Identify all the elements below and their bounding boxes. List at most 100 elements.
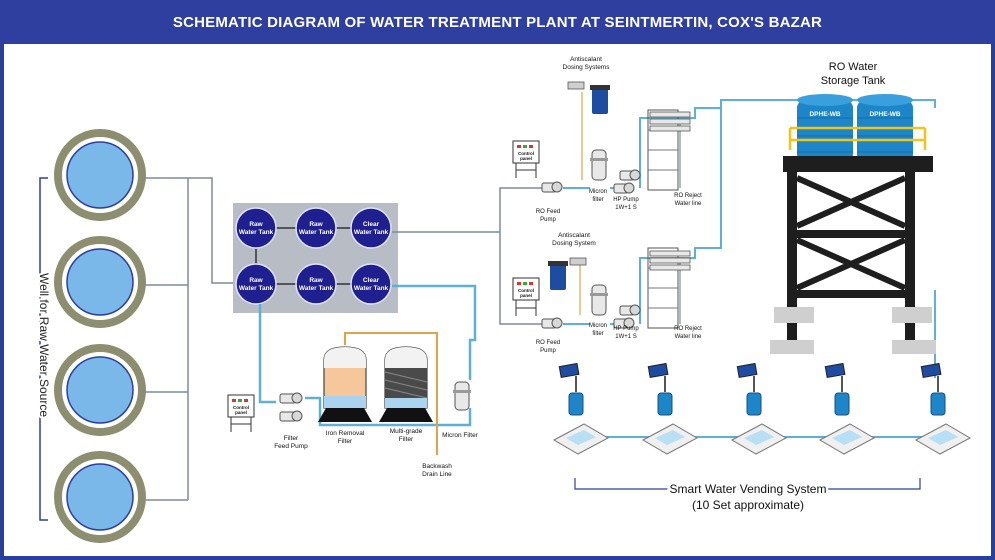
ro-feed-pump-label-line2: Pump <box>540 348 556 354</box>
multi-grade-label-line1: Multi-grade <box>390 428 423 435</box>
pipe-ro2-internal <box>563 100 722 325</box>
micron-filter: Micron Filter <box>442 381 479 439</box>
ro-control-panel: Control panel <box>512 277 540 316</box>
vending-bracket <box>574 478 921 490</box>
page-title: SCHEMATIC DIAGRAM OF WATER TREATMENT PLA… <box>0 0 995 44</box>
control-panel-label-line2: panel <box>520 293 532 298</box>
pipe-tank-to-ro <box>392 187 543 325</box>
control-panel-label-line1: Control <box>233 405 249 410</box>
well-collector-pipe <box>140 177 237 501</box>
tank-label-line2: Water Tank <box>354 229 389 236</box>
ro-micron-filter <box>590 284 608 316</box>
hp-pump-label-line2: 1W+1 S <box>615 205 637 211</box>
vending-unit-3 <box>730 362 788 455</box>
vending-unit-5 <box>914 362 972 455</box>
backwash-label-line1: Backwash <box>422 463 452 470</box>
multi-grade-label-line2: Filter <box>399 436 414 443</box>
hp-pump-label-line1: HP Pump <box>613 326 639 332</box>
well-3 <box>54 344 146 436</box>
filtration-section: Control panel Filter Feed Pump Iron Remo… <box>227 346 479 478</box>
tank-label-line2: Water Tank <box>299 285 334 292</box>
ro-control-panel: Control panel <box>512 140 540 178</box>
hp-pump-label-line2: 1W+1 S <box>615 334 637 340</box>
tank-label-line1: Raw <box>249 277 263 284</box>
tank-label-line1: Raw <box>309 277 323 284</box>
storage-tank-left: DPHE-WB <box>797 94 853 162</box>
vending-unit-2 <box>641 362 699 455</box>
ro-feed-pump-label-line2: Pump <box>540 217 556 223</box>
ro-micron-filter <box>590 149 608 181</box>
tank-label-line1: Raw <box>249 221 263 228</box>
storage-label-line2: Storage Tank <box>821 75 886 87</box>
micron-filter-label: Micron Filter <box>442 432 479 439</box>
ro-unit-2: Antiscalant Dosing System Control panel … <box>512 232 702 354</box>
ro-micron-label-line2: filter <box>592 331 603 337</box>
ro-feed-pump-label-line1: RO Feed <box>536 340 560 346</box>
iron-removal-label-line2: Filter <box>338 438 353 445</box>
antiscalant-label-line2: Dosing System <box>552 240 596 247</box>
multi-grade-filter: Multi-grade Filter <box>379 346 433 443</box>
backwash-label-line2: Drain Line <box>422 471 452 478</box>
iron-removal-filter: Iron Removal Filter <box>318 346 372 445</box>
storage-tower: RO Water Storage Tank DPHE-WB DPHE-WB <box>770 61 936 354</box>
tank-label-line2: Water Tank <box>354 285 389 292</box>
wells-group: Well for Raw Water Source <box>35 129 237 543</box>
ro-reject-label-line2: Water line <box>675 334 702 340</box>
hp-pump <box>613 304 641 329</box>
ro-feed-pump-label-line1: RO Feed <box>536 209 560 215</box>
filter-feed-pump-label-line2: Feed Pump <box>274 443 308 450</box>
vending-label-line1: Smart Water Vending System <box>670 482 827 496</box>
tank-label-line1: Clear <box>363 221 380 228</box>
tank-label-line1: Clear <box>363 277 380 284</box>
tank-raw-2: Raw Water Tank <box>295 207 337 249</box>
vending-unit-4 <box>818 362 876 455</box>
ro-reject-label-line1: RO Reject <box>674 193 702 199</box>
ro-reject-label-line1: RO Reject <box>674 326 702 332</box>
storage-railing <box>788 126 927 150</box>
vending-unit-1 <box>552 362 610 455</box>
hp-pump-label-line1: HP Pump <box>613 197 639 203</box>
pipe-filtration-loop <box>258 284 477 427</box>
ro-feed-pump <box>541 181 563 193</box>
ro-micron-label-line1: Micron <box>589 189 607 195</box>
wells-bracket <box>39 177 48 521</box>
storage-tank-label: DPHE-WB <box>809 111 840 118</box>
tank-clear-1: Clear Water Tank <box>350 207 392 249</box>
iron-removal-label-line1: Iron Removal <box>326 430 365 437</box>
ro-micron-label-line2: filter <box>592 197 603 203</box>
storage-tower-frame <box>770 156 936 354</box>
vending-label-line2: (10 Set approximate) <box>692 498 804 512</box>
tank-bank: Raw Water Tank Raw Water Tank Clear Wate… <box>233 203 398 313</box>
ro-unit-1: Antiscalant Dosing Systems Control panel… <box>512 56 702 223</box>
antiscalant-dosing-tank <box>567 81 610 114</box>
antiscalant-label-line1: Antiscalant <box>570 56 602 63</box>
vending-caption: Smart Water Vending System (10 Set appro… <box>574 478 921 512</box>
ro-feed-pump <box>541 317 563 329</box>
tank-raw-4: Raw Water Tank <box>295 263 337 305</box>
hp-pump <box>613 169 641 194</box>
antiscalant-label-line2: Dosing Systems <box>563 64 611 71</box>
filter-feed-pump-label-line1: Filter <box>284 435 299 442</box>
wells-label: Well for Raw Water Source <box>37 273 51 417</box>
pipe-backwash <box>344 332 438 455</box>
storage-tank-right: DPHE-WB <box>857 94 913 162</box>
ro-reject-label-line2: Water line <box>675 201 702 207</box>
control-panel-label-line2: panel <box>520 156 532 161</box>
antiscalant-dosing-tank <box>548 257 587 290</box>
antiscalant-label-line1: Antiscalant <box>558 232 590 239</box>
tank-label-line2: Water Tank <box>299 229 334 236</box>
tank-label-line1: Raw <box>309 221 323 228</box>
tank-clear-2: Clear Water Tank <box>350 263 392 305</box>
tank-label-line2: Water Tank <box>239 285 274 292</box>
tank-raw-1: Raw Water Tank <box>235 207 277 249</box>
tank-raw-3: Raw Water Tank <box>235 263 277 305</box>
ro-membrane-rack <box>647 109 691 191</box>
storage-label-line1: RO Water <box>829 61 878 73</box>
well-4 <box>54 451 146 543</box>
control-panel-label-line1: Control <box>518 151 534 156</box>
ro-membrane-rack <box>647 247 691 329</box>
filter-feed-pump: Filter Feed Pump <box>274 392 308 450</box>
well-2 <box>54 236 146 328</box>
